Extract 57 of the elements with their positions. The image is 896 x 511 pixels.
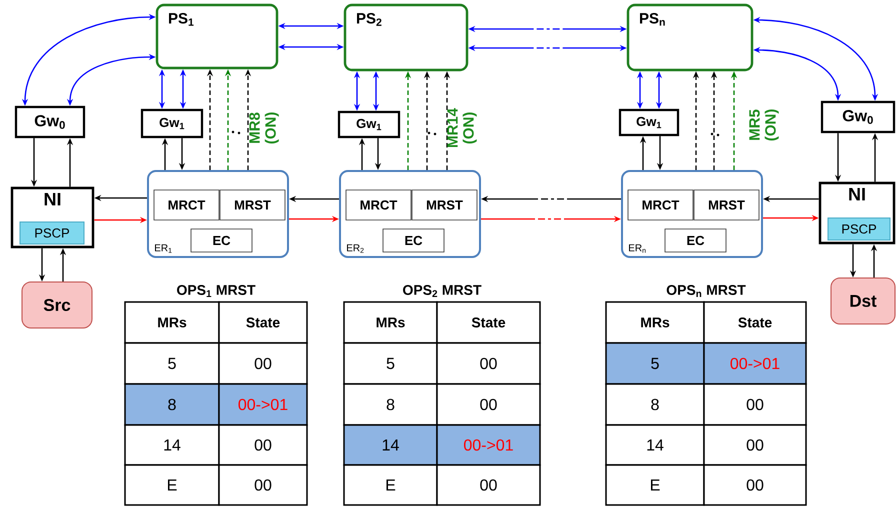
module-box: EC — [382, 228, 444, 252]
gateway-box: Gw$_{0}$ — [14, 106, 86, 138]
gateway-box: Gw$_{1}$ — [618, 108, 680, 136]
table-title: OPS$_{1}$ MRST — [177, 285, 256, 297]
table-cell: 00 — [218, 342, 308, 385]
table-box: MRCT — [154, 190, 220, 220]
module-box: PSCP — [828, 218, 891, 240]
table-cell: State — [218, 301, 308, 344]
table-cell: 14 — [605, 424, 705, 466]
switch-box: PS$_{n}$ — [626, 4, 754, 72]
mode-label: MR14 (ON) — [447, 108, 477, 147]
table-box: MRST — [412, 190, 478, 220]
table-cell: 00->01 — [218, 383, 308, 426]
table-box: MRCT — [346, 190, 412, 220]
table-cell: MRs — [343, 301, 438, 344]
table-cell: 00 — [218, 424, 308, 466]
table-cell: MRs — [124, 301, 220, 344]
table-title: OPS$_{n}$ MRST — [666, 285, 746, 297]
table-cell: 8 — [343, 383, 438, 426]
table-cell: 5 — [343, 342, 438, 385]
gateway-box: Gw$_{0}$ — [820, 100, 896, 134]
mode-label: MR5 (ON) — [749, 110, 779, 140]
terminal-box: Dst — [830, 278, 896, 324]
table-cell: 8 — [605, 383, 705, 426]
table-cell: 00->01 — [703, 342, 807, 385]
table-cell: E — [343, 464, 438, 506]
table-cell: 00 — [703, 424, 807, 466]
table-cell: State — [436, 301, 541, 344]
terminal-box: Src — [22, 282, 92, 328]
table-cell: State — [703, 301, 807, 344]
table-cell: 00 — [703, 464, 807, 506]
switch-box: PS$_{1}$ — [156, 4, 278, 70]
table-cell: MRs — [605, 301, 705, 344]
table-cell: 14 — [343, 424, 438, 466]
table-cell: 5 — [605, 342, 705, 385]
table-cell: 5 — [124, 342, 220, 385]
gateway-box: Gw$_{1}$ — [140, 108, 204, 138]
module-box: EC — [664, 228, 726, 252]
table-cell: 00 — [436, 464, 541, 506]
switch-box: PS$_{2}$ — [344, 4, 468, 72]
module-box: EC — [190, 228, 252, 252]
table-title: OPS$_{2}$ MRST — [403, 285, 482, 297]
gateway-box: Gw$_{1}$ — [338, 110, 400, 138]
table-cell: 00 — [436, 383, 541, 426]
table-cell: 8 — [124, 383, 220, 426]
table-cell: E — [124, 464, 220, 506]
table-box: MRCT — [628, 190, 694, 220]
mode-label: MR8 (ON) — [249, 112, 279, 144]
table-cell: 00 — [218, 464, 308, 506]
table-cell: 00 — [436, 342, 541, 385]
table-box: MRST — [694, 190, 760, 220]
table-box: MRST — [220, 190, 286, 220]
table-cell: E — [605, 464, 705, 506]
table-cell: 14 — [124, 424, 220, 466]
table-cell: 00 — [703, 383, 807, 426]
module-box: PSCP — [20, 222, 84, 244]
table-cell: 00->01 — [436, 424, 541, 466]
